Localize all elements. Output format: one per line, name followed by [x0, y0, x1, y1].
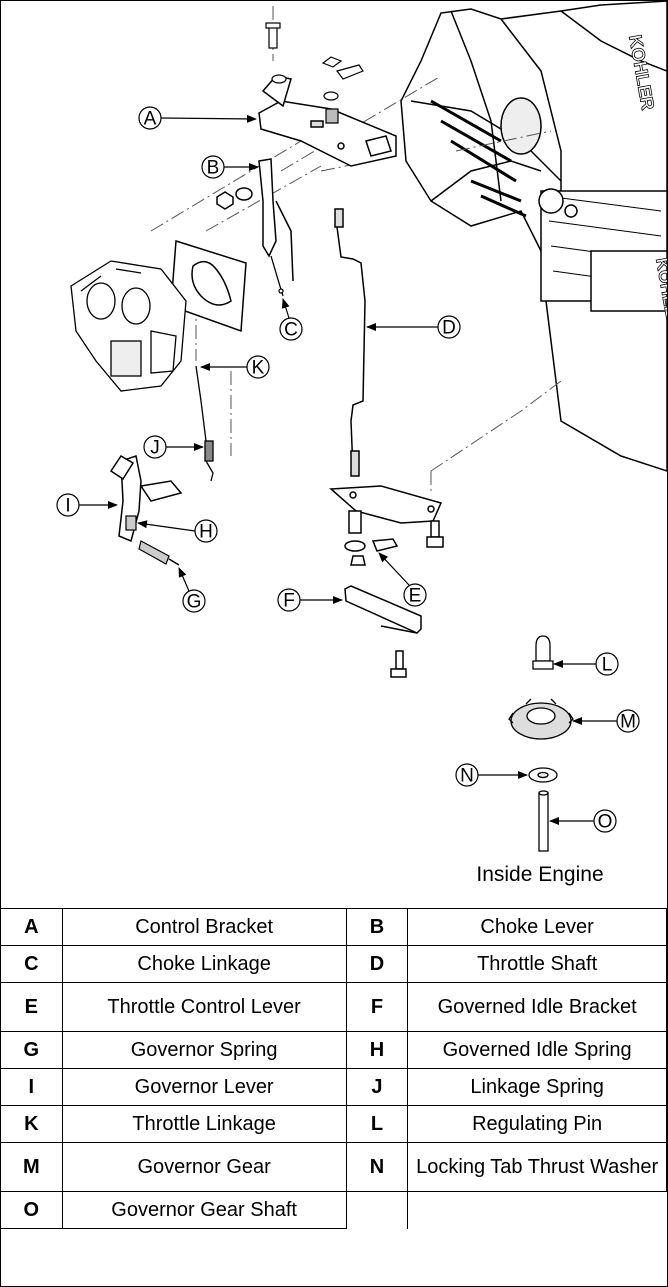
legend-name: Locking Tab Thrust Washer — [407, 1142, 667, 1192]
legend-key: C — [0, 945, 63, 983]
callout-H: H — [137, 519, 218, 543]
legend-key: F — [345, 982, 409, 1032]
legend-key: L — [345, 1105, 409, 1143]
legend-name: Throttle Control Lever — [61, 982, 347, 1032]
legend-key: D — [345, 945, 409, 983]
legend-key: I — [0, 1068, 63, 1106]
legend-key: K — [0, 1105, 63, 1143]
svg-text:M: M — [620, 712, 636, 733]
callout-I: I — [56, 493, 118, 517]
legend-name: Control Bracket — [61, 908, 347, 946]
legend-name: Governor Spring — [61, 1031, 347, 1069]
legend-name: Governed Idle Spring — [407, 1031, 667, 1069]
legend-key: M — [0, 1142, 63, 1192]
control-bracket — [258, 75, 397, 167]
legend-name: Choke Linkage — [61, 945, 347, 983]
governor-gear-shaft — [538, 790, 549, 852]
inside-engine-caption: Inside Engine — [476, 863, 603, 886]
callout-B: B — [201, 155, 259, 179]
legend-name: Choke Lever — [407, 908, 667, 946]
legend-name: Governor Lever — [61, 1068, 347, 1106]
regulating-pin — [532, 635, 554, 670]
choke-linkage — [270, 255, 284, 297]
callout-L: L — [553, 652, 619, 676]
legend-name: Governed Idle Bracket — [407, 982, 667, 1032]
callout-A: A — [138, 106, 257, 130]
legend-key: B — [345, 908, 409, 946]
svg-text:F: F — [283, 591, 295, 612]
svg-text:H: H — [199, 522, 213, 543]
svg-text:L: L — [602, 655, 613, 676]
legend-key: N — [345, 1142, 409, 1192]
governor-springs — [125, 515, 180, 566]
throttle-linkage — [195, 365, 214, 482]
legend-key — [345, 1191, 408, 1229]
throttle-shaft — [334, 208, 366, 477]
svg-text:B: B — [207, 158, 220, 179]
svg-text:I: I — [65, 496, 70, 517]
callout-C: C — [279, 298, 303, 341]
callout-M: M — [572, 709, 640, 733]
callout-J: J — [143, 435, 204, 459]
bracket-hardware — [265, 22, 364, 124]
legend-key: G — [0, 1031, 63, 1069]
callout-F: F — [277, 588, 343, 612]
exploded-view-diagram: KOHLER KOHLER — [56, 1, 667, 886]
carburetor — [70, 260, 187, 392]
legend-key: O — [0, 1191, 63, 1229]
legend-name — [407, 1191, 667, 1229]
legend-name: Linkage Spring — [407, 1068, 667, 1106]
callout-G: G — [178, 567, 206, 613]
legend-key: E — [0, 982, 63, 1032]
governor-lever — [109, 454, 183, 543]
governor-gear — [508, 698, 574, 740]
svg-text:A: A — [144, 109, 157, 130]
svg-text:C: C — [284, 320, 298, 341]
legend-key: H — [345, 1031, 409, 1069]
svg-text:D: D — [442, 318, 456, 339]
choke-lever — [216, 158, 294, 282]
svg-text:K: K — [252, 358, 265, 379]
svg-text:G: G — [187, 592, 202, 613]
governed-idle-bracket — [344, 585, 422, 678]
engine-block — [400, 1, 667, 472]
legend-name: Governor Gear — [61, 1142, 347, 1192]
callout-E: E — [378, 552, 427, 607]
svg-text:N: N — [460, 766, 474, 787]
legend-name: Governor Gear Shaft — [61, 1191, 347, 1229]
callout-D: D — [366, 315, 461, 339]
legend-name: Throttle Linkage — [61, 1105, 347, 1143]
legend-key: J — [345, 1068, 409, 1106]
svg-text:O: O — [598, 812, 613, 833]
callout-N: N — [455, 763, 528, 787]
locking-tab-thrust-washer — [528, 767, 558, 783]
throttle-control-plate — [329, 485, 444, 566]
svg-text:E: E — [409, 586, 422, 607]
svg-text:J: J — [150, 438, 160, 459]
legend-name: Regulating Pin — [407, 1105, 667, 1143]
legend-key: A — [0, 908, 63, 946]
callout-K: K — [200, 355, 270, 379]
callout-O: O — [549, 809, 617, 833]
legend-name: Throttle Shaft — [407, 945, 667, 983]
